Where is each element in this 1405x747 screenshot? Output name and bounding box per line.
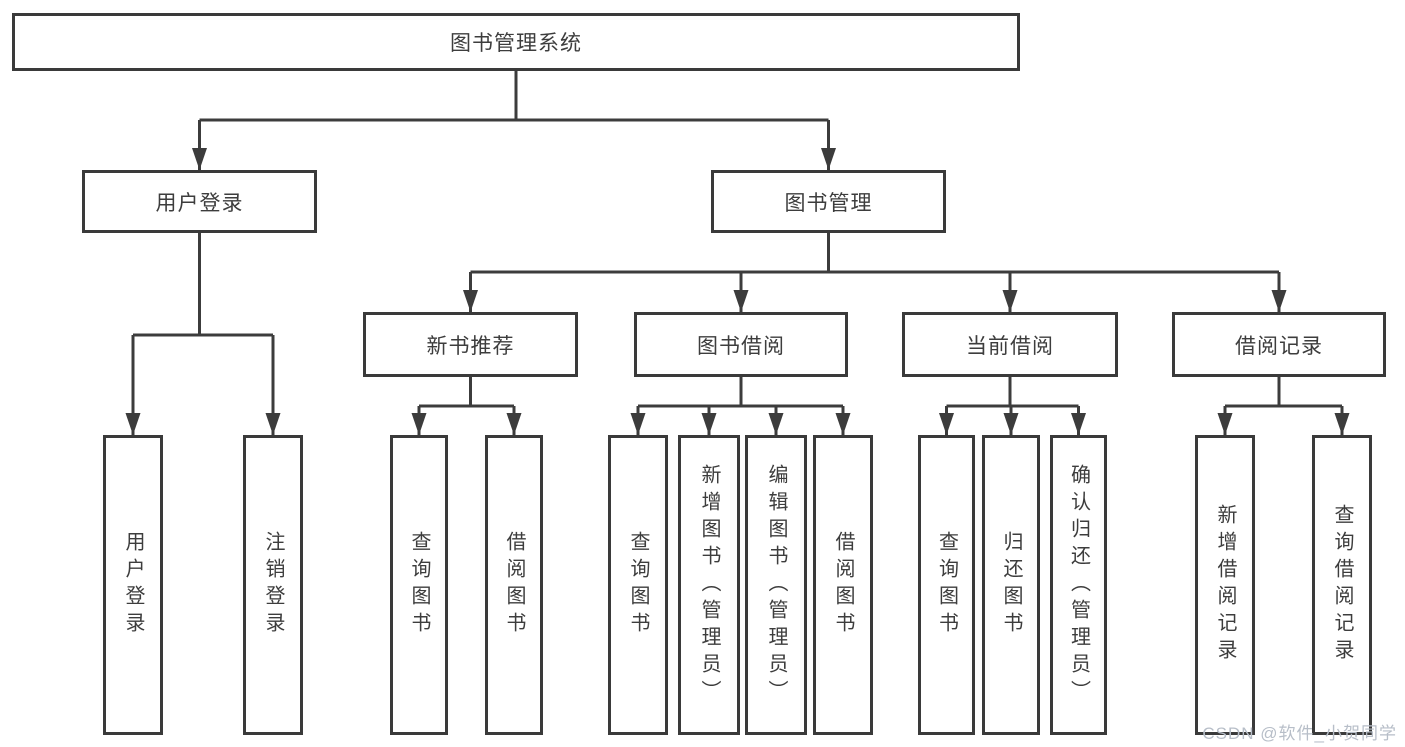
- connector-user-login-split: [133, 233, 273, 337]
- leaf-confirm-return-admin: 确认归还（管理员）: [1050, 435, 1107, 735]
- connector-current-split: [946, 377, 1079, 408]
- node-borrow-records: 借阅记录: [1172, 312, 1386, 377]
- node-current-borrow: 当前借阅: [902, 312, 1118, 377]
- connector-new-book-split: [419, 377, 514, 408]
- leaf-user-login: 用户登录: [103, 435, 163, 735]
- node-user-login-branch: 用户登录: [82, 170, 317, 233]
- leaf-query-books-borrow: 查询图书: [608, 435, 668, 735]
- node-new-book-recommend: 新书推荐: [363, 312, 578, 377]
- leaf-query-books-newbook: 查询图书: [390, 435, 448, 735]
- connector-borrow-split: [638, 377, 843, 408]
- node-book-borrow: 图书借阅: [634, 312, 848, 377]
- node-book-management-branch: 图书管理: [711, 170, 946, 233]
- leaf-edit-book-admin: 编辑图书（管理员）: [745, 435, 807, 735]
- leaf-borrow-books-newbook: 借阅图书: [485, 435, 543, 735]
- leaf-query-books-current: 查询图书: [918, 435, 975, 735]
- connector-root-split: [199, 70, 829, 122]
- leaf-add-borrow-record: 新增借阅记录: [1195, 435, 1255, 735]
- leaf-logout: 注销登录: [243, 435, 303, 735]
- leaf-add-book-admin: 新增图书（管理员）: [678, 435, 740, 735]
- leaf-query-borrow-record: 查询借阅记录: [1312, 435, 1372, 735]
- leaf-return-books: 归还图书: [982, 435, 1040, 735]
- leaf-borrow-books-borrow: 借阅图书: [813, 435, 873, 735]
- node-library-system: 图书管理系统: [12, 13, 1020, 71]
- connector-book-mgmt-split: [470, 233, 1279, 274]
- watermark-text: CSDN @软件_小贺同学: [1202, 724, 1397, 743]
- connector-records-split: [1225, 377, 1342, 408]
